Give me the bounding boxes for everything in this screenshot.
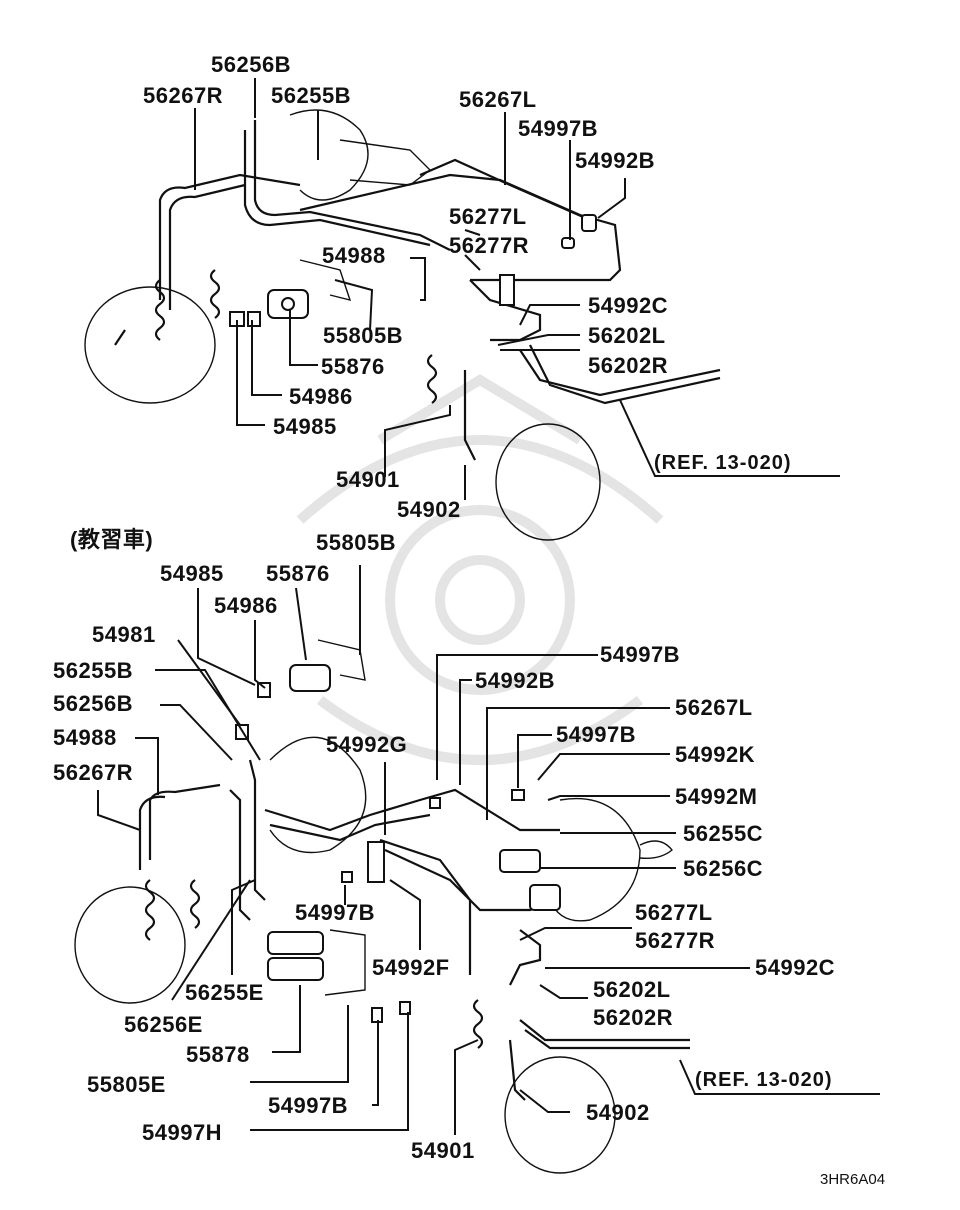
label-56267L-b: 56267L <box>675 695 753 720</box>
label-54992C-b: 54992C <box>755 955 835 980</box>
left-hose <box>154 279 166 341</box>
label-56277L-b: 56277L <box>635 900 713 925</box>
label-54992F: 54992F <box>372 955 450 980</box>
brake-pipe <box>158 173 301 300</box>
label-54901-b: 54901 <box>411 1138 475 1163</box>
label-56256E: 56256E <box>124 1012 203 1037</box>
label-56256B: 56256B <box>211 52 291 77</box>
label-55876-b: 55876 <box>266 561 330 586</box>
label-56202L-b: 56202L <box>593 977 671 1002</box>
label-54992B-b: 54992B <box>475 668 555 693</box>
left-hose-bottom <box>144 879 156 941</box>
label-55876: 55876 <box>321 354 385 379</box>
label-56256B-b: 56256B <box>53 691 133 716</box>
right-wheel <box>495 423 601 541</box>
ref-13-020-bottom: (REF. 13-020) <box>695 1069 833 1091</box>
label-54992B: 54992B <box>575 148 655 173</box>
top-diagram <box>84 109 721 541</box>
top-labels: 56256B 56267R 56255B 56267L 54997B 54992… <box>143 52 792 522</box>
label-56267R: 56267R <box>143 83 223 108</box>
label-54985-b: 54985 <box>160 561 224 586</box>
label-54988-b: 54988 <box>53 725 117 750</box>
ref-13-020-top: (REF. 13-020) <box>654 452 792 474</box>
label-56256C: 56256C <box>683 856 763 881</box>
label-54997B-d: 54997B <box>268 1093 348 1118</box>
brake-booster-bottom <box>269 736 367 854</box>
label-54992M: 54992M <box>675 784 758 809</box>
label-54981: 54981 <box>92 622 156 647</box>
label-54902: 54902 <box>397 497 461 522</box>
label-55878: 55878 <box>186 1042 250 1067</box>
label-54902-b: 54902 <box>586 1100 650 1125</box>
label-56277R-b: 56277R <box>635 928 715 953</box>
label-54986: 54986 <box>289 384 353 409</box>
label-56277R: 56277R <box>449 233 529 258</box>
label-56255B-b: 56255B <box>53 658 133 683</box>
label-54992K: 54992K <box>675 742 755 767</box>
label-56255E: 56255E <box>185 980 264 1005</box>
proportioning-valve-bottom <box>289 664 331 692</box>
label-54901: 54901 <box>336 467 400 492</box>
bottom-diagram <box>74 639 690 1174</box>
label-56267L: 56267L <box>459 87 537 112</box>
label-56202R: 56202R <box>588 353 668 378</box>
label-55805B-b: 55805B <box>316 530 396 555</box>
label-54992G: 54992G <box>326 732 407 757</box>
label-55805B: 55805B <box>323 323 403 348</box>
top-leaders <box>194 78 840 500</box>
instructor-valve-1 <box>267 931 324 955</box>
bottom-title: (教習車) <box>70 527 153 552</box>
label-56255B: 56255B <box>271 83 351 108</box>
label-54997B-c: 54997B <box>295 900 375 925</box>
bottom-labels: 55805B 54985 55876 54986 54981 56255B 56… <box>53 530 835 1163</box>
instructor-booster <box>549 797 641 922</box>
label-54997B-b: 54997B <box>556 722 636 747</box>
label-56255C: 56255C <box>683 821 763 846</box>
label-56267R-b: 56267R <box>53 760 133 785</box>
right-hose <box>426 354 438 404</box>
right-wheel-bottom <box>504 1056 616 1174</box>
label-56202L: 56202L <box>588 323 666 348</box>
label-54988: 54988 <box>322 243 386 268</box>
label-54986-b: 54986 <box>214 593 278 618</box>
label-54992C: 54992C <box>588 293 668 318</box>
left-wheel-bottom <box>74 886 186 1004</box>
label-56277L: 56277L <box>449 204 527 229</box>
left-wheel <box>84 286 216 404</box>
label-54997H: 54997H <box>142 1120 222 1145</box>
label-55805E: 55805E <box>87 1072 166 1097</box>
label-56202R-b: 56202R <box>593 1005 673 1030</box>
drawing-code: 3HR6A04 <box>820 1171 885 1188</box>
watermark-emblem <box>296 374 664 765</box>
label-54997B-a: 54997B <box>600 642 680 667</box>
label-54985: 54985 <box>273 414 337 439</box>
label-54997B: 54997B <box>518 116 598 141</box>
instructor-valve-2 <box>267 957 324 981</box>
bottom-leaders <box>97 565 880 1135</box>
brake-booster <box>289 109 369 201</box>
right-hose-bottom <box>472 999 484 1049</box>
